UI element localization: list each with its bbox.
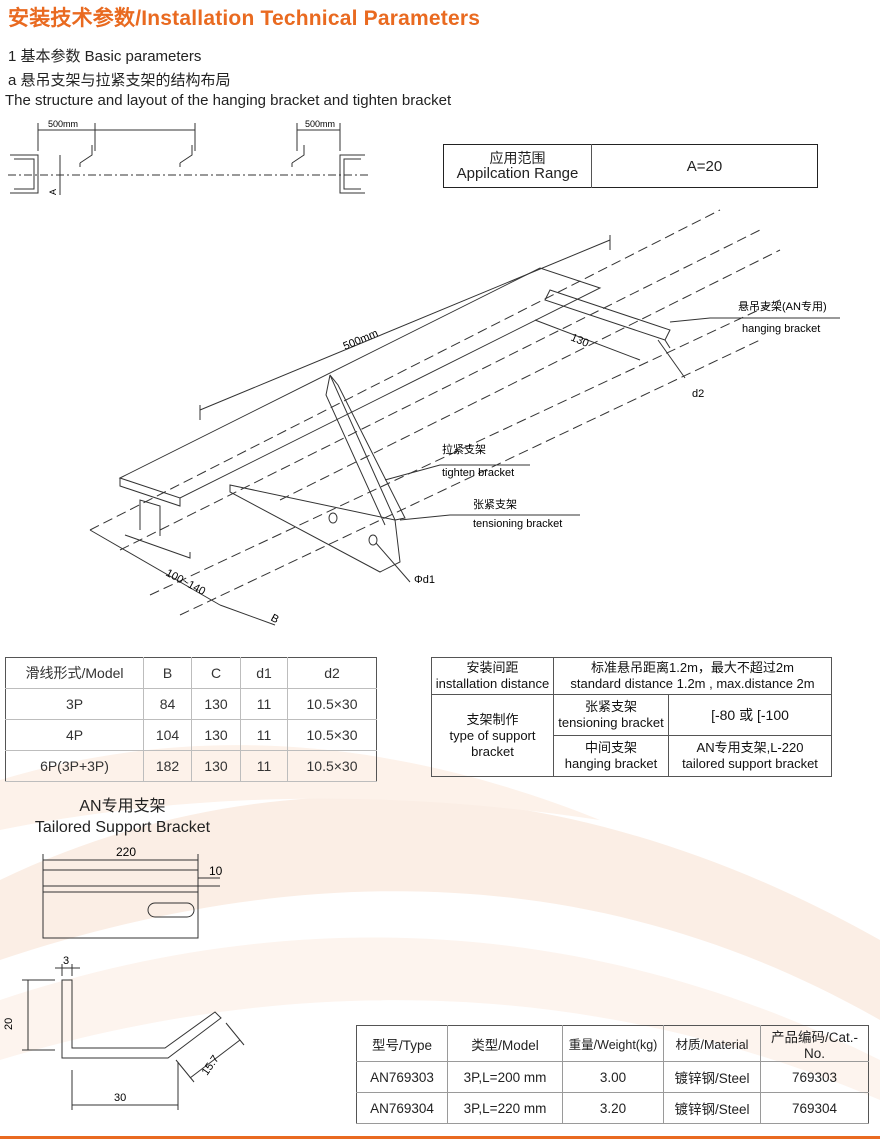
label-d1: Φd1 [414, 574, 435, 586]
tension-value: [-80 或 [-100 [668, 694, 832, 736]
header-d2: d2 [287, 657, 377, 689]
table-header-row: 滑线形式/Model B C d1 d2 [5, 657, 377, 689]
header-cat-no: 产品编码/Cat.-No. [760, 1025, 869, 1062]
cell: 镀锌钢/Steel [663, 1061, 761, 1093]
support-label-en2: bracket [471, 743, 514, 759]
tension-label-en: tensioning bracket [558, 715, 664, 730]
cell: 10.5×30 [287, 688, 377, 720]
label-d2: d2 [692, 388, 704, 400]
middle-value-en: tailored support bracket [682, 756, 818, 771]
header-type: 型号/Type [356, 1025, 448, 1062]
header-c: C [191, 657, 241, 689]
label-tension-en: tensioning bracket [473, 518, 562, 530]
top-layout-diagram: 500mm 500mm A [8, 119, 370, 195]
cell: 130 [191, 688, 241, 720]
application-range-box: 应用范围 Appilcation Range A=20 [443, 144, 818, 188]
middle-label-en: hanging bracket [564, 756, 658, 771]
dim-a: A [48, 189, 58, 195]
basic-parameters-heading: 1 基本参数 Basic parameters [8, 48, 202, 65]
cell: AN769303 [356, 1061, 448, 1093]
page-title: 安装技术参数/Installation Technical Parameters [8, 7, 481, 30]
cell: 3P [5, 688, 144, 720]
dim-100-140: 100~140 [164, 567, 208, 598]
label-hanging-en: hanging bracket [742, 323, 820, 335]
distance-label-cn: 安装间距 [466, 660, 519, 675]
cell: 6P(3P+3P) [5, 750, 144, 782]
cell: AN769304 [356, 1092, 448, 1124]
cell: 84 [143, 688, 192, 720]
table-row: AN769303 3P,L=200 mm 3.00 镀锌钢/Steel 7693… [356, 1061, 869, 1093]
header-weight: 重量/Weight(kg) [562, 1025, 664, 1062]
table-row: 4P 104 130 11 10.5×30 [5, 719, 377, 751]
header-model: 类型/Model [447, 1025, 563, 1062]
cell: 10.5×30 [287, 750, 377, 782]
table-header-row: 型号/Type 类型/Model 重量/Weight(kg) 材质/Materi… [356, 1025, 869, 1062]
cell: 3.20 [562, 1092, 664, 1124]
cell: 769304 [760, 1092, 869, 1124]
bracket-title-en: Tailored Support Bracket [34, 819, 211, 836]
distance-value-en: standard distance 1.2m , max.distance 2m [570, 676, 815, 691]
middle-value-cn: AN专用支架,L-220 [696, 740, 804, 755]
cell: 769303 [760, 1061, 869, 1093]
structure-heading-cn: a 悬吊支架与拉紧支架的结构布局 [8, 72, 231, 89]
structure-heading-en: The structure and layout of the hanging … [5, 92, 452, 109]
cell: 3P,L=200 mm [447, 1061, 563, 1093]
cell: 11 [240, 750, 288, 782]
model-spec-table: 滑线形式/Model B C d1 d2 3P 84 130 11 10.5×3… [5, 657, 377, 782]
tension-label-cn: 张紧支架 [584, 699, 637, 714]
support-label-en1: type of support [449, 727, 536, 743]
label-tighten-cn: 拉紧支架 [442, 442, 486, 456]
cell: 3.00 [562, 1061, 664, 1093]
cell: 130 [191, 750, 241, 782]
label-tension-cn: 张紧支架 [473, 498, 517, 511]
header-material: 材质/Material [663, 1025, 761, 1062]
dim-220: 220 [116, 845, 136, 859]
cell: 4P [5, 719, 144, 751]
installation-table: 安装间距 installation distance 标准悬吊距离1.2m，最大… [431, 657, 832, 777]
dim-20: 20 [3, 1018, 15, 1030]
label-tighten-en: tighten bracket [442, 467, 514, 479]
header-model: 滑线形式/Model [5, 657, 144, 689]
product-type-table: 型号/Type 类型/Model 重量/Weight(kg) 材质/Materi… [356, 1025, 869, 1124]
bracket-title-cn: AN专用支架 [79, 798, 166, 815]
support-label-cn: 支架制作 [466, 711, 519, 727]
header-b: B [143, 657, 192, 689]
cell: 11 [240, 688, 288, 720]
dim-b: B [269, 612, 281, 626]
dim-500-right: 500mm [305, 119, 335, 129]
label-hanging-cn: 悬吊支架(AN专用) [738, 299, 827, 313]
middle-label-cn: 中间支架 [584, 740, 637, 755]
cell: 11 [240, 719, 288, 751]
cell: 104 [143, 719, 192, 751]
table-row: AN769304 3P,L=220 mm 3.20 镀锌钢/Steel 7693… [356, 1092, 869, 1124]
distance-label-en: installation distance [435, 676, 550, 691]
cell: 182 [143, 750, 192, 782]
range-value: A=20 [686, 157, 723, 175]
dim-500-left: 500mm [48, 119, 78, 129]
range-label-cn: 应用范围 [489, 150, 546, 166]
dim-30: 30 [114, 1092, 126, 1104]
header-d1: d1 [240, 657, 288, 689]
table-row: 3P 84 130 11 10.5×30 [5, 688, 377, 720]
bracket-top-view: 220 10 [42, 845, 223, 939]
distance-value-cn: 标准悬吊距离1.2m，最大不超过2m [591, 660, 794, 675]
cell: 3P,L=220 mm [447, 1092, 563, 1124]
isometric-bracket-diagram: 500mm 130 100~140 B 悬吊支架(AN专用) hanging b… [89, 209, 840, 626]
dim-500mm: 500mm [341, 327, 379, 352]
cell: 10.5×30 [287, 719, 377, 751]
dim-130: 130 [569, 332, 591, 350]
dim-3: 3 [63, 955, 69, 967]
footer-bar [0, 1136, 880, 1139]
bracket-section-title: AN专用支架 Tailored Support Bracket [0, 796, 245, 838]
range-label-en: Appilcation Range [456, 165, 579, 182]
dim-10: 10 [209, 864, 223, 878]
cell: 镀锌钢/Steel [663, 1092, 761, 1124]
cell: 130 [191, 719, 241, 751]
bracket-profile-view: 3 20 15.7 30 [3, 955, 245, 1110]
table-row: 6P(3P+3P) 182 130 11 10.5×30 [5, 750, 377, 782]
